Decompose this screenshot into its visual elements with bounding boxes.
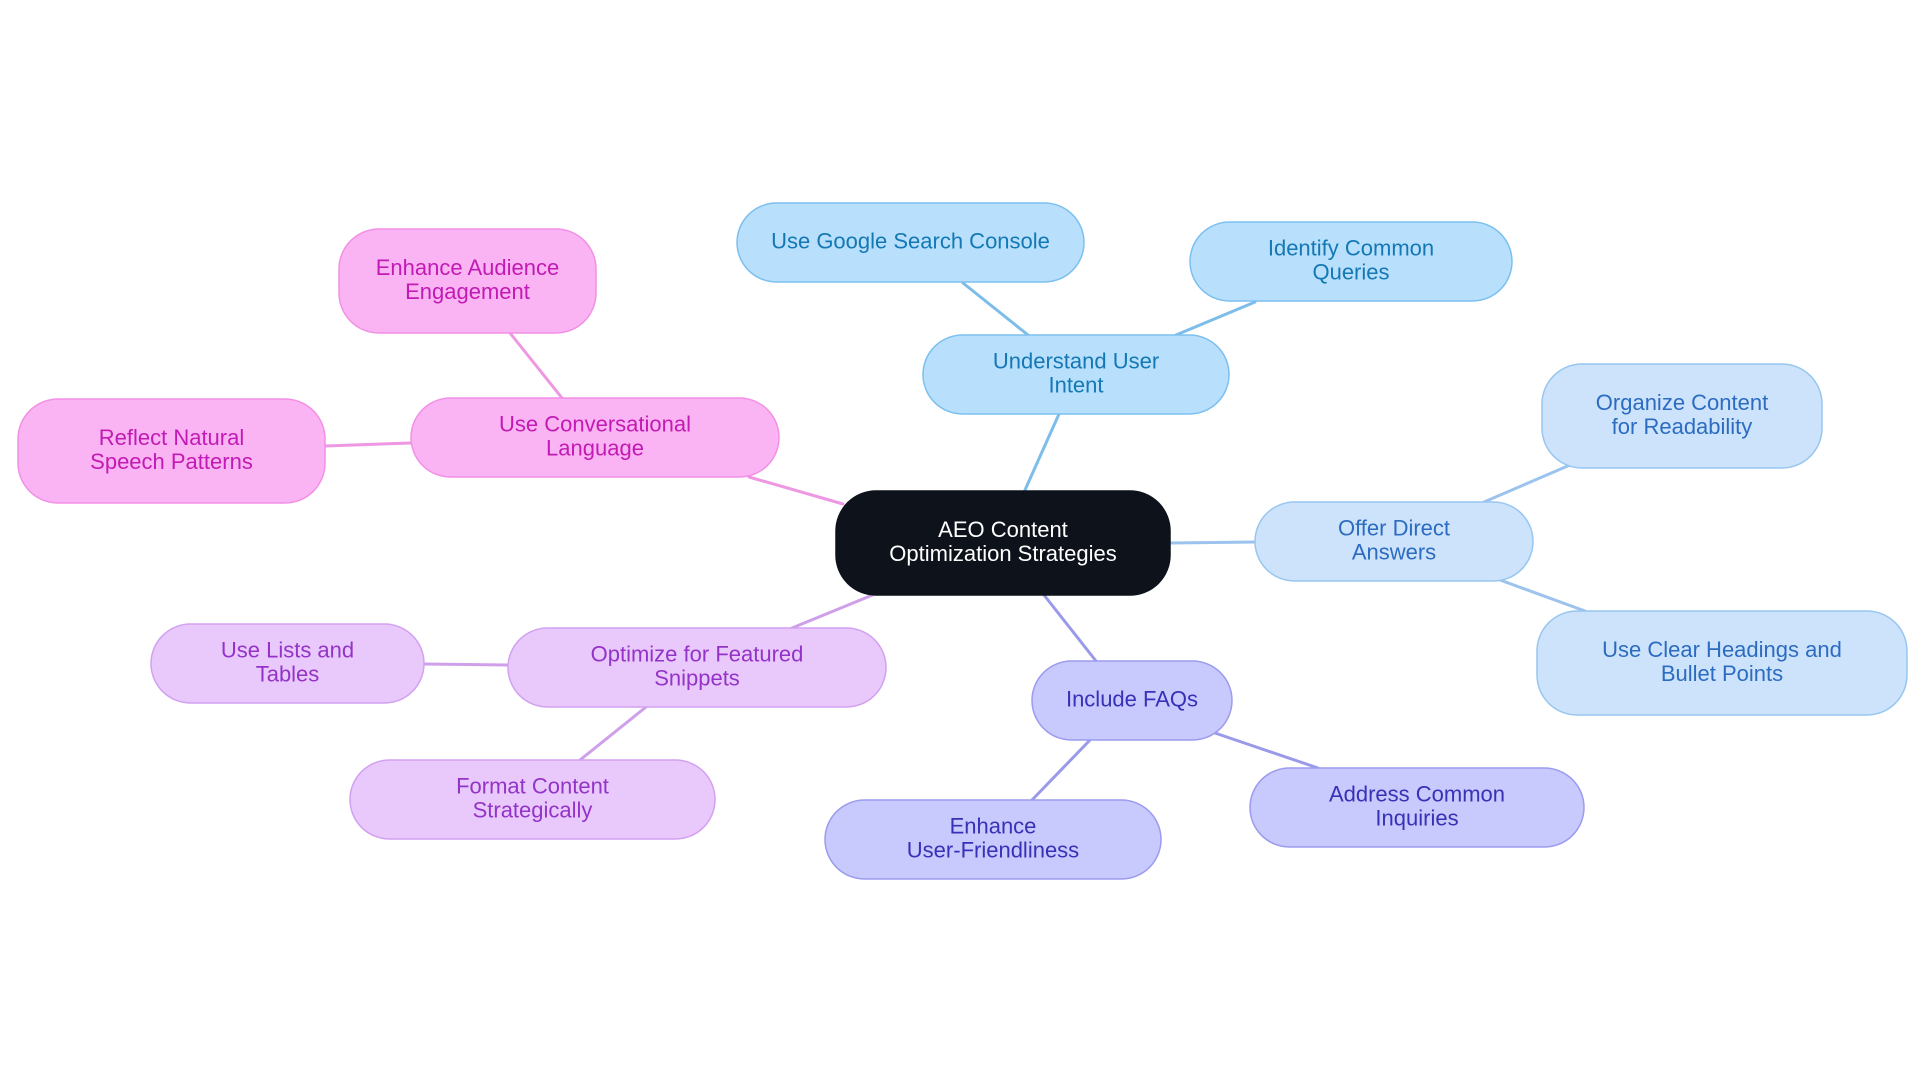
connector-understand-user-intent-to-use-google-search-console <box>961 281 1030 337</box>
connector-root-to-offer-direct-answers <box>1168 540 1259 545</box>
connector-root-to-optimize-for-featured-snippets <box>790 592 877 630</box>
connector-understand-user-intent-to-identify-common-queries <box>1174 300 1257 337</box>
leaf-node-reflect-natural-speech-patterns-box <box>17 398 326 504</box>
leaf-node-organize-content-for-readability-box <box>1541 363 1823 469</box>
connector-layer <box>323 281 1587 802</box>
connector-include-faqs-to-address-common-inquiries <box>1213 731 1320 770</box>
leaf-node-use-clear-headings-and-bullet-points-box <box>1536 610 1908 716</box>
branch-node-understand-user-intent-box <box>922 334 1230 415</box>
connector-use-conversational-language-to-enhance-audience-engagement <box>508 331 564 400</box>
branch-node-use-conversational-language-box <box>410 397 780 478</box>
connector-offer-direct-answers-to-use-clear-headings-and-bullet-points <box>1498 578 1587 613</box>
connector-offer-direct-answers-to-organize-content-for-readability <box>1482 463 1572 504</box>
branch-node-include-faqs-label: Include FAQs <box>1066 686 1198 711</box>
leaf-node-format-content-strategically-box <box>349 759 716 840</box>
leaf-node-use-google-search-console-label: Use Google Search Console <box>771 228 1050 253</box>
leaf-node-use-lists-and-tables-box <box>150 623 425 704</box>
leaf-node-use-google-search-console[interactable]: Use Google Search Console <box>736 202 1085 283</box>
connector-optimize-for-featured-snippets-to-format-content-strategically <box>578 705 648 762</box>
leaf-node-address-common-inquiries-box <box>1249 767 1585 848</box>
leaf-node-use-google-search-console-box <box>736 202 1085 283</box>
branch-node-offer-direct-answers-box <box>1254 501 1534 582</box>
root-node-aeo-content-optimization-strategies-box <box>835 490 1171 596</box>
branch-node-optimize-for-featured-snippets-box <box>507 627 887 708</box>
leaf-node-enhance-user-friendliness-box <box>824 799 1162 880</box>
connector-optimize-for-featured-snippets-to-use-lists-and-tables <box>422 662 510 667</box>
connector-include-faqs-to-enhance-user-friendliness <box>1030 738 1092 802</box>
connector-root-to-understand-user-intent <box>1023 412 1061 492</box>
leaf-node-enhance-audience-engagement-box <box>338 228 597 334</box>
connector-root-to-include-faqs <box>1042 593 1098 663</box>
branch-node-include-faqs-box <box>1031 660 1233 741</box>
leaf-node-identify-common-queries-box <box>1189 221 1513 302</box>
branch-node-include-faqs[interactable]: Include FAQs <box>1031 660 1233 741</box>
connector-use-conversational-language-to-reflect-natural-speech-patterns <box>323 441 413 448</box>
connector-root-to-use-conversational-language <box>747 475 845 506</box>
